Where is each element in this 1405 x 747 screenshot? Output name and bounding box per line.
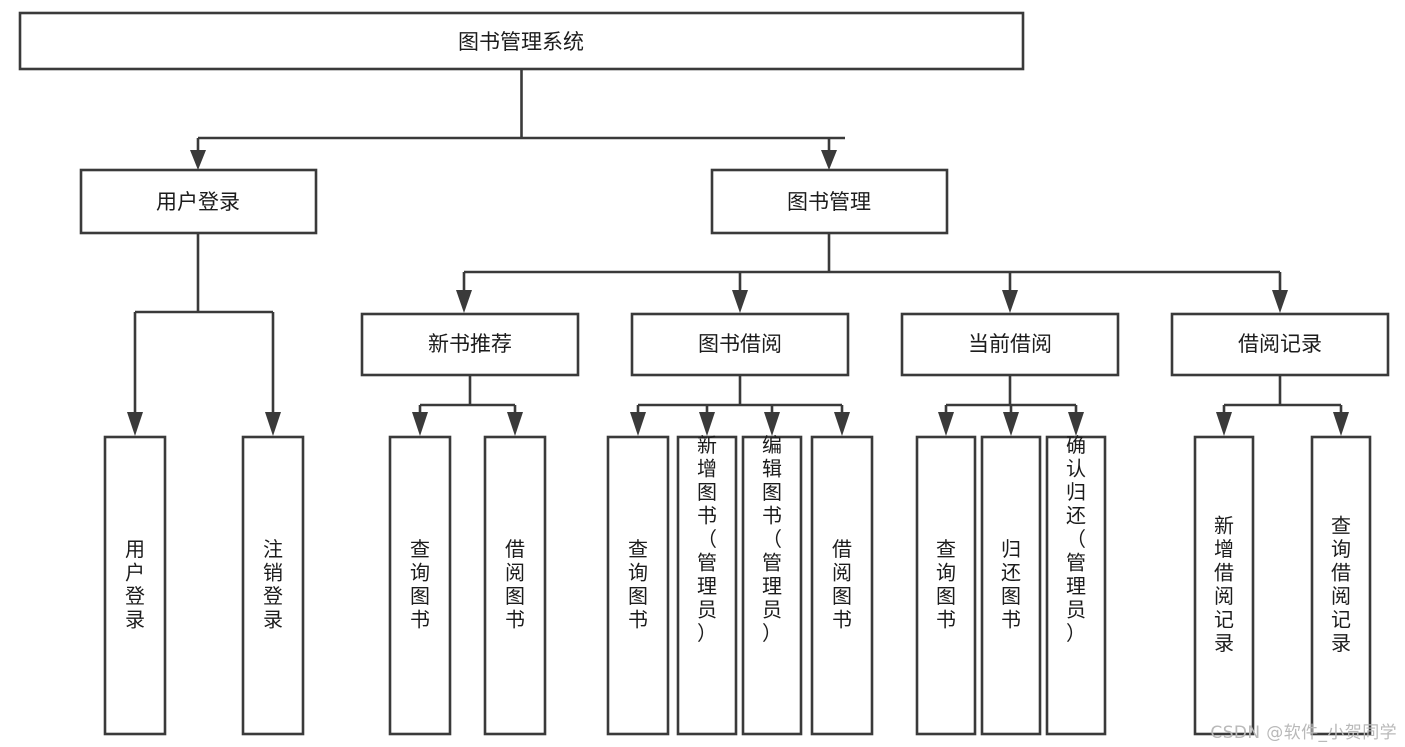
node-leaf-borrow-book-2[interactable]: 借阅图书 — [810, 435, 874, 736]
node-book-manage[interactable]: 图书管理 — [710, 168, 949, 235]
arrowhead-leaf-add-record — [1216, 412, 1232, 436]
node-leaf-query-book-3-label: 查询图书 — [936, 536, 956, 631]
arrowhead-leaf-query-book-1 — [412, 412, 428, 436]
arrowhead-current-borrow — [1002, 290, 1018, 313]
arrowhead-leaf-query-record — [1333, 412, 1349, 436]
node-leaf-logout[interactable]: 注销登录 — [241, 435, 305, 736]
node-leaf-add-book-label: 新增图书（管理员） — [697, 433, 717, 645]
node-leaf-user-login-box[interactable] — [103, 435, 167, 736]
node-leaf-add-book[interactable]: 新增图书（管理员） — [676, 433, 738, 736]
node-leaf-add-record-label: 新增借阅记录 — [1214, 513, 1234, 655]
arrowhead-leaf-query-book-3 — [938, 412, 954, 436]
node-leaf-query-record-label: 查询借阅记录 — [1331, 513, 1351, 655]
arrowhead-leaf-logout — [265, 412, 281, 436]
node-leaf-confirm-return[interactable]: 确认归还（管理员） — [1045, 433, 1107, 736]
node-root-box[interactable] — [18, 11, 1025, 71]
node-leaf-query-book-1-box[interactable] — [388, 435, 452, 736]
node-leaf-query-book-2[interactable]: 查询图书 — [606, 435, 670, 736]
node-leaf-query-record-box[interactable] — [1310, 435, 1372, 736]
node-leaf-logout-label: 注销登录 — [263, 536, 283, 631]
node-book-manage-box[interactable] — [710, 168, 949, 235]
arrowhead-new-book-rec — [456, 290, 472, 313]
arrowhead-leaf-borrow-book-1 — [507, 412, 523, 436]
node-book-borrow-label: 图书借阅 — [698, 332, 782, 356]
node-new-book-rec[interactable]: 新书推荐 — [360, 312, 580, 377]
connectors-layer — [127, 69, 1349, 436]
node-leaf-borrow-book-1[interactable]: 借阅图书 — [483, 435, 547, 736]
node-leaf-confirm-return-box[interactable] — [1045, 435, 1107, 736]
arrowhead-book-borrow — [732, 290, 748, 313]
node-leaf-query-book-2-label: 查询图书 — [628, 536, 648, 631]
node-user-login-label: 用户登录 — [156, 190, 240, 214]
node-leaf-user-login[interactable]: 用户登录 — [103, 435, 167, 736]
arrowhead-leaf-borrow-book-2 — [834, 412, 850, 436]
node-borrow-record-box[interactable] — [1170, 312, 1390, 377]
node-leaf-return-book[interactable]: 归还图书 — [980, 435, 1042, 736]
node-leaf-borrow-book-1-box[interactable] — [483, 435, 547, 736]
node-leaf-query-book-3[interactable]: 查询图书 — [915, 435, 977, 736]
arrowhead-leaf-add-book — [699, 412, 715, 436]
node-leaf-add-record[interactable]: 新增借阅记录 — [1193, 435, 1255, 736]
watermark-text: CSDN @软件_小贺同学 — [1210, 723, 1397, 743]
arrowhead-leaf-user-login — [127, 412, 143, 436]
node-leaf-add-record-box[interactable] — [1193, 435, 1255, 736]
node-leaf-borrow-book-2-label: 借阅图书 — [832, 536, 852, 631]
node-root-label: 图书管理系统 — [458, 30, 584, 54]
node-leaf-user-login-label: 用户登录 — [125, 536, 145, 631]
node-leaf-borrow-book-2-box[interactable] — [810, 435, 874, 736]
node-leaf-query-book-2-box[interactable] — [606, 435, 670, 736]
node-leaf-query-record[interactable]: 查询借阅记录 — [1310, 435, 1372, 736]
node-leaf-borrow-book-1-label: 借阅图书 — [505, 536, 525, 631]
node-leaf-logout-box[interactable] — [241, 435, 305, 736]
arrowhead-user-login — [190, 150, 206, 170]
node-user-login-box[interactable] — [79, 168, 318, 235]
nodes-layer: 图书管理系统 用户登录 图书管理 新书推荐 图书借阅 当前 — [18, 11, 1390, 736]
node-new-book-rec-label: 新书推荐 — [428, 332, 512, 356]
node-leaf-edit-book[interactable]: 编辑图书（管理员） — [741, 433, 803, 736]
node-current-borrow[interactable]: 当前借阅 — [900, 312, 1120, 377]
arrowhead-leaf-confirm-return — [1068, 412, 1084, 436]
node-new-book-rec-box[interactable] — [360, 312, 580, 377]
arrowhead-leaf-query-book-2 — [630, 412, 646, 436]
node-leaf-confirm-return-label: 确认归还（管理员） — [1066, 433, 1086, 645]
node-user-login[interactable]: 用户登录 — [79, 168, 318, 235]
node-book-borrow-box[interactable] — [630, 312, 850, 377]
node-leaf-add-book-box[interactable] — [676, 435, 738, 736]
arrowhead-book-manage — [821, 150, 837, 170]
node-current-borrow-box[interactable] — [900, 312, 1120, 377]
node-book-borrow[interactable]: 图书借阅 — [630, 312, 850, 377]
node-book-manage-label: 图书管理 — [787, 190, 871, 214]
arrowhead-leaf-edit-book — [764, 412, 780, 436]
node-leaf-return-book-label: 归还图书 — [1001, 536, 1021, 631]
node-leaf-query-book-3-box[interactable] — [915, 435, 977, 736]
node-leaf-edit-book-label: 编辑图书（管理员） — [762, 433, 782, 645]
node-borrow-record[interactable]: 借阅记录 — [1170, 312, 1390, 377]
node-leaf-edit-book-box[interactable] — [741, 435, 803, 736]
node-leaf-query-book-1[interactable]: 查询图书 — [388, 435, 452, 736]
node-borrow-record-label: 借阅记录 — [1238, 332, 1322, 356]
node-leaf-return-book-box[interactable] — [980, 435, 1042, 736]
node-root[interactable]: 图书管理系统 — [18, 11, 1025, 71]
arrowhead-leaf-return-book — [1003, 412, 1019, 436]
arrowhead-borrow-record — [1272, 290, 1288, 313]
node-leaf-query-book-1-label: 查询图书 — [410, 536, 430, 631]
node-current-borrow-label: 当前借阅 — [968, 332, 1052, 356]
